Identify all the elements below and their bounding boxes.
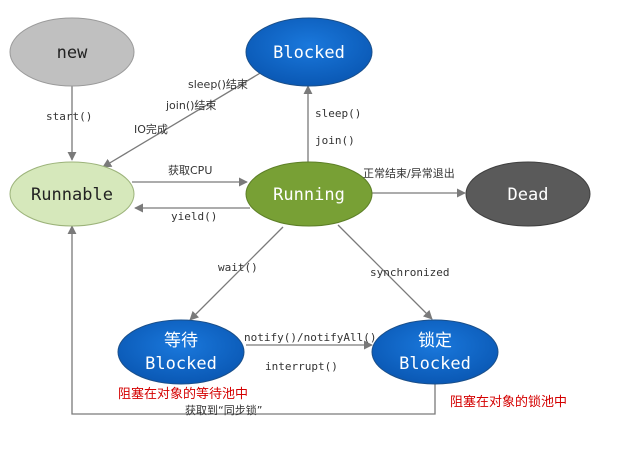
node-runnable-label: Runnable [31,185,113,205]
node-running-label: Running [273,185,345,205]
label-wait: wait() [218,261,258,274]
node-lock-blocked: 锁定 Blocked [371,319,499,385]
node-wait-blocked: 等待 Blocked [117,319,245,385]
node-dead: Dead [465,161,591,227]
node-wait-blocked-line2: Blocked [145,354,217,374]
node-runnable: Runnable [9,161,135,227]
edge-labels: start() sleep()结束 join()结束 IO完成 获取CPU yi… [46,78,455,417]
node-wait-blocked-line1: 等待 [164,331,198,351]
label-synchronized: synchronized [370,266,449,279]
label-join-end: join()结束 [165,99,216,112]
edge-blocked-to-runnable [102,71,263,168]
node-lock-blocked-line1: 锁定 [418,331,452,351]
label-normal-end: 正常结束/异常退出 [363,166,455,180]
node-running: Running [245,161,373,227]
node-new-label: new [57,43,88,63]
node-blocked-label: Blocked [273,43,345,63]
edges [67,71,466,415]
node-dead-label: Dead [508,185,549,205]
node-blocked: Blocked [245,17,373,87]
label-io-done: IO完成 [134,122,168,136]
label-yield: yield() [171,210,217,223]
note-lock-pool: 阻塞在对象的锁池中 [450,394,567,410]
label-get-cpu: 获取CPU [168,164,212,177]
edge-wait [189,226,284,321]
label-start: start() [46,110,92,123]
edge-synchronized [337,224,433,320]
node-new: new [9,17,135,87]
label-get-lock: 获取到“同步锁” [185,403,262,417]
label-interrupt: interrupt() [265,360,338,373]
node-lock-blocked-line2: Blocked [399,354,471,374]
label-join: join() [315,134,355,147]
label-sleep: sleep() [315,107,361,120]
label-sleep-end: sleep()结束 [188,78,248,91]
note-wait-pool: 阻塞在对象的等待池中 [118,386,248,402]
edge-get-lock [67,225,436,415]
label-notify: notify()/notifyAll() [244,331,376,344]
